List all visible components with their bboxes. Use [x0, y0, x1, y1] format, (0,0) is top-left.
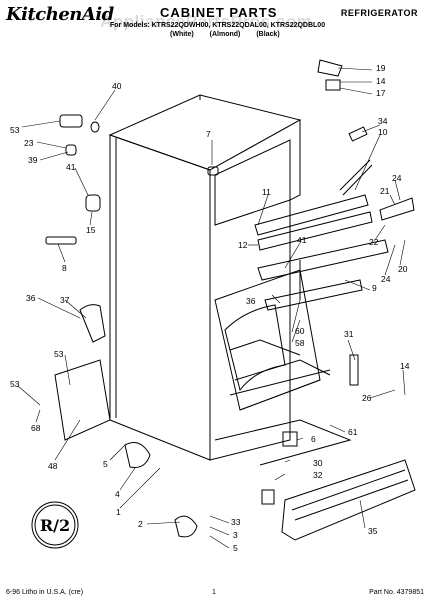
callout-label: 9	[372, 283, 377, 293]
callout-label: 5	[103, 459, 108, 469]
callout-label: 36	[246, 296, 256, 306]
footer-litho: 6-96 Litho in U.S.A. (cre)	[6, 589, 84, 596]
badge-label: R/2	[40, 516, 70, 535]
callout-label: 12	[238, 240, 248, 250]
footer-page-number: 1	[212, 589, 216, 596]
callout-label: 37	[60, 295, 70, 305]
watermark: AppliancePartsPros.com	[100, 12, 313, 31]
callout-label: 14	[400, 361, 410, 371]
callout-label: 3	[233, 530, 238, 540]
callout-label: 7	[206, 129, 211, 139]
callout-label: 6	[311, 434, 316, 444]
callout-label: 53	[10, 125, 20, 135]
callout-label: 35	[368, 526, 378, 536]
callout-label: 10	[378, 127, 388, 137]
page-header: AppliancePartsPros.com KitchenAid CABINE…	[0, 0, 432, 40]
callout-label: 22	[369, 237, 379, 247]
callout-label: 40	[112, 81, 122, 91]
page-title: CABINET PARTS	[160, 5, 278, 20]
callout-label: 17	[376, 88, 386, 98]
callout-label: 39	[28, 155, 38, 165]
callout-label: 5	[233, 543, 238, 553]
footer-part-number: Part No. 4379851	[369, 589, 424, 596]
callout-label: 30	[313, 458, 323, 468]
revision-badge	[31, 501, 79, 549]
callout-label: 23	[24, 138, 34, 148]
color-list: (White) (Almond) (Black)	[170, 31, 280, 38]
callout-label: 26	[362, 393, 372, 403]
callout-label: 2	[138, 519, 143, 529]
callout-label: 53	[10, 379, 20, 389]
callout-label: 1	[116, 507, 121, 517]
callout-label: 58	[295, 338, 305, 348]
callout-label: 24	[381, 274, 391, 284]
callout-label: 32	[313, 470, 323, 480]
callout-label: 11	[262, 187, 271, 197]
callout-label: 68	[31, 423, 41, 433]
callout-label: 15	[86, 225, 96, 235]
mullion-rails	[254, 159, 389, 311]
brand-logo: KitchenAid	[6, 4, 114, 25]
callout-label: 34	[378, 116, 388, 126]
callout-label: 61	[348, 427, 358, 437]
callout-label: 60	[295, 326, 305, 336]
callout-label: 53	[54, 349, 64, 359]
callout-label: 20	[398, 264, 408, 274]
callout-label: 21	[380, 186, 390, 196]
callout-label: 24	[392, 173, 402, 183]
callout-label: 41	[66, 162, 76, 172]
callout-label: 31	[344, 329, 354, 339]
callout-label: 14	[376, 76, 386, 86]
callout-label: 48	[48, 461, 58, 471]
leader-lines	[17, 67, 406, 549]
callout-label: 41	[297, 235, 307, 245]
callout-label: 36	[26, 293, 36, 303]
callout-label: 8	[62, 263, 67, 273]
category-label: REFRIGERATOR	[340, 8, 418, 18]
callout-label: 19	[376, 63, 386, 73]
model-list: For Models: KTRS22QDWH00, KTRS22QDAL00, …	[110, 22, 326, 29]
callout-label: 33	[231, 517, 241, 527]
callout-label: 4	[115, 489, 120, 499]
cabinet-shell	[108, 94, 352, 466]
